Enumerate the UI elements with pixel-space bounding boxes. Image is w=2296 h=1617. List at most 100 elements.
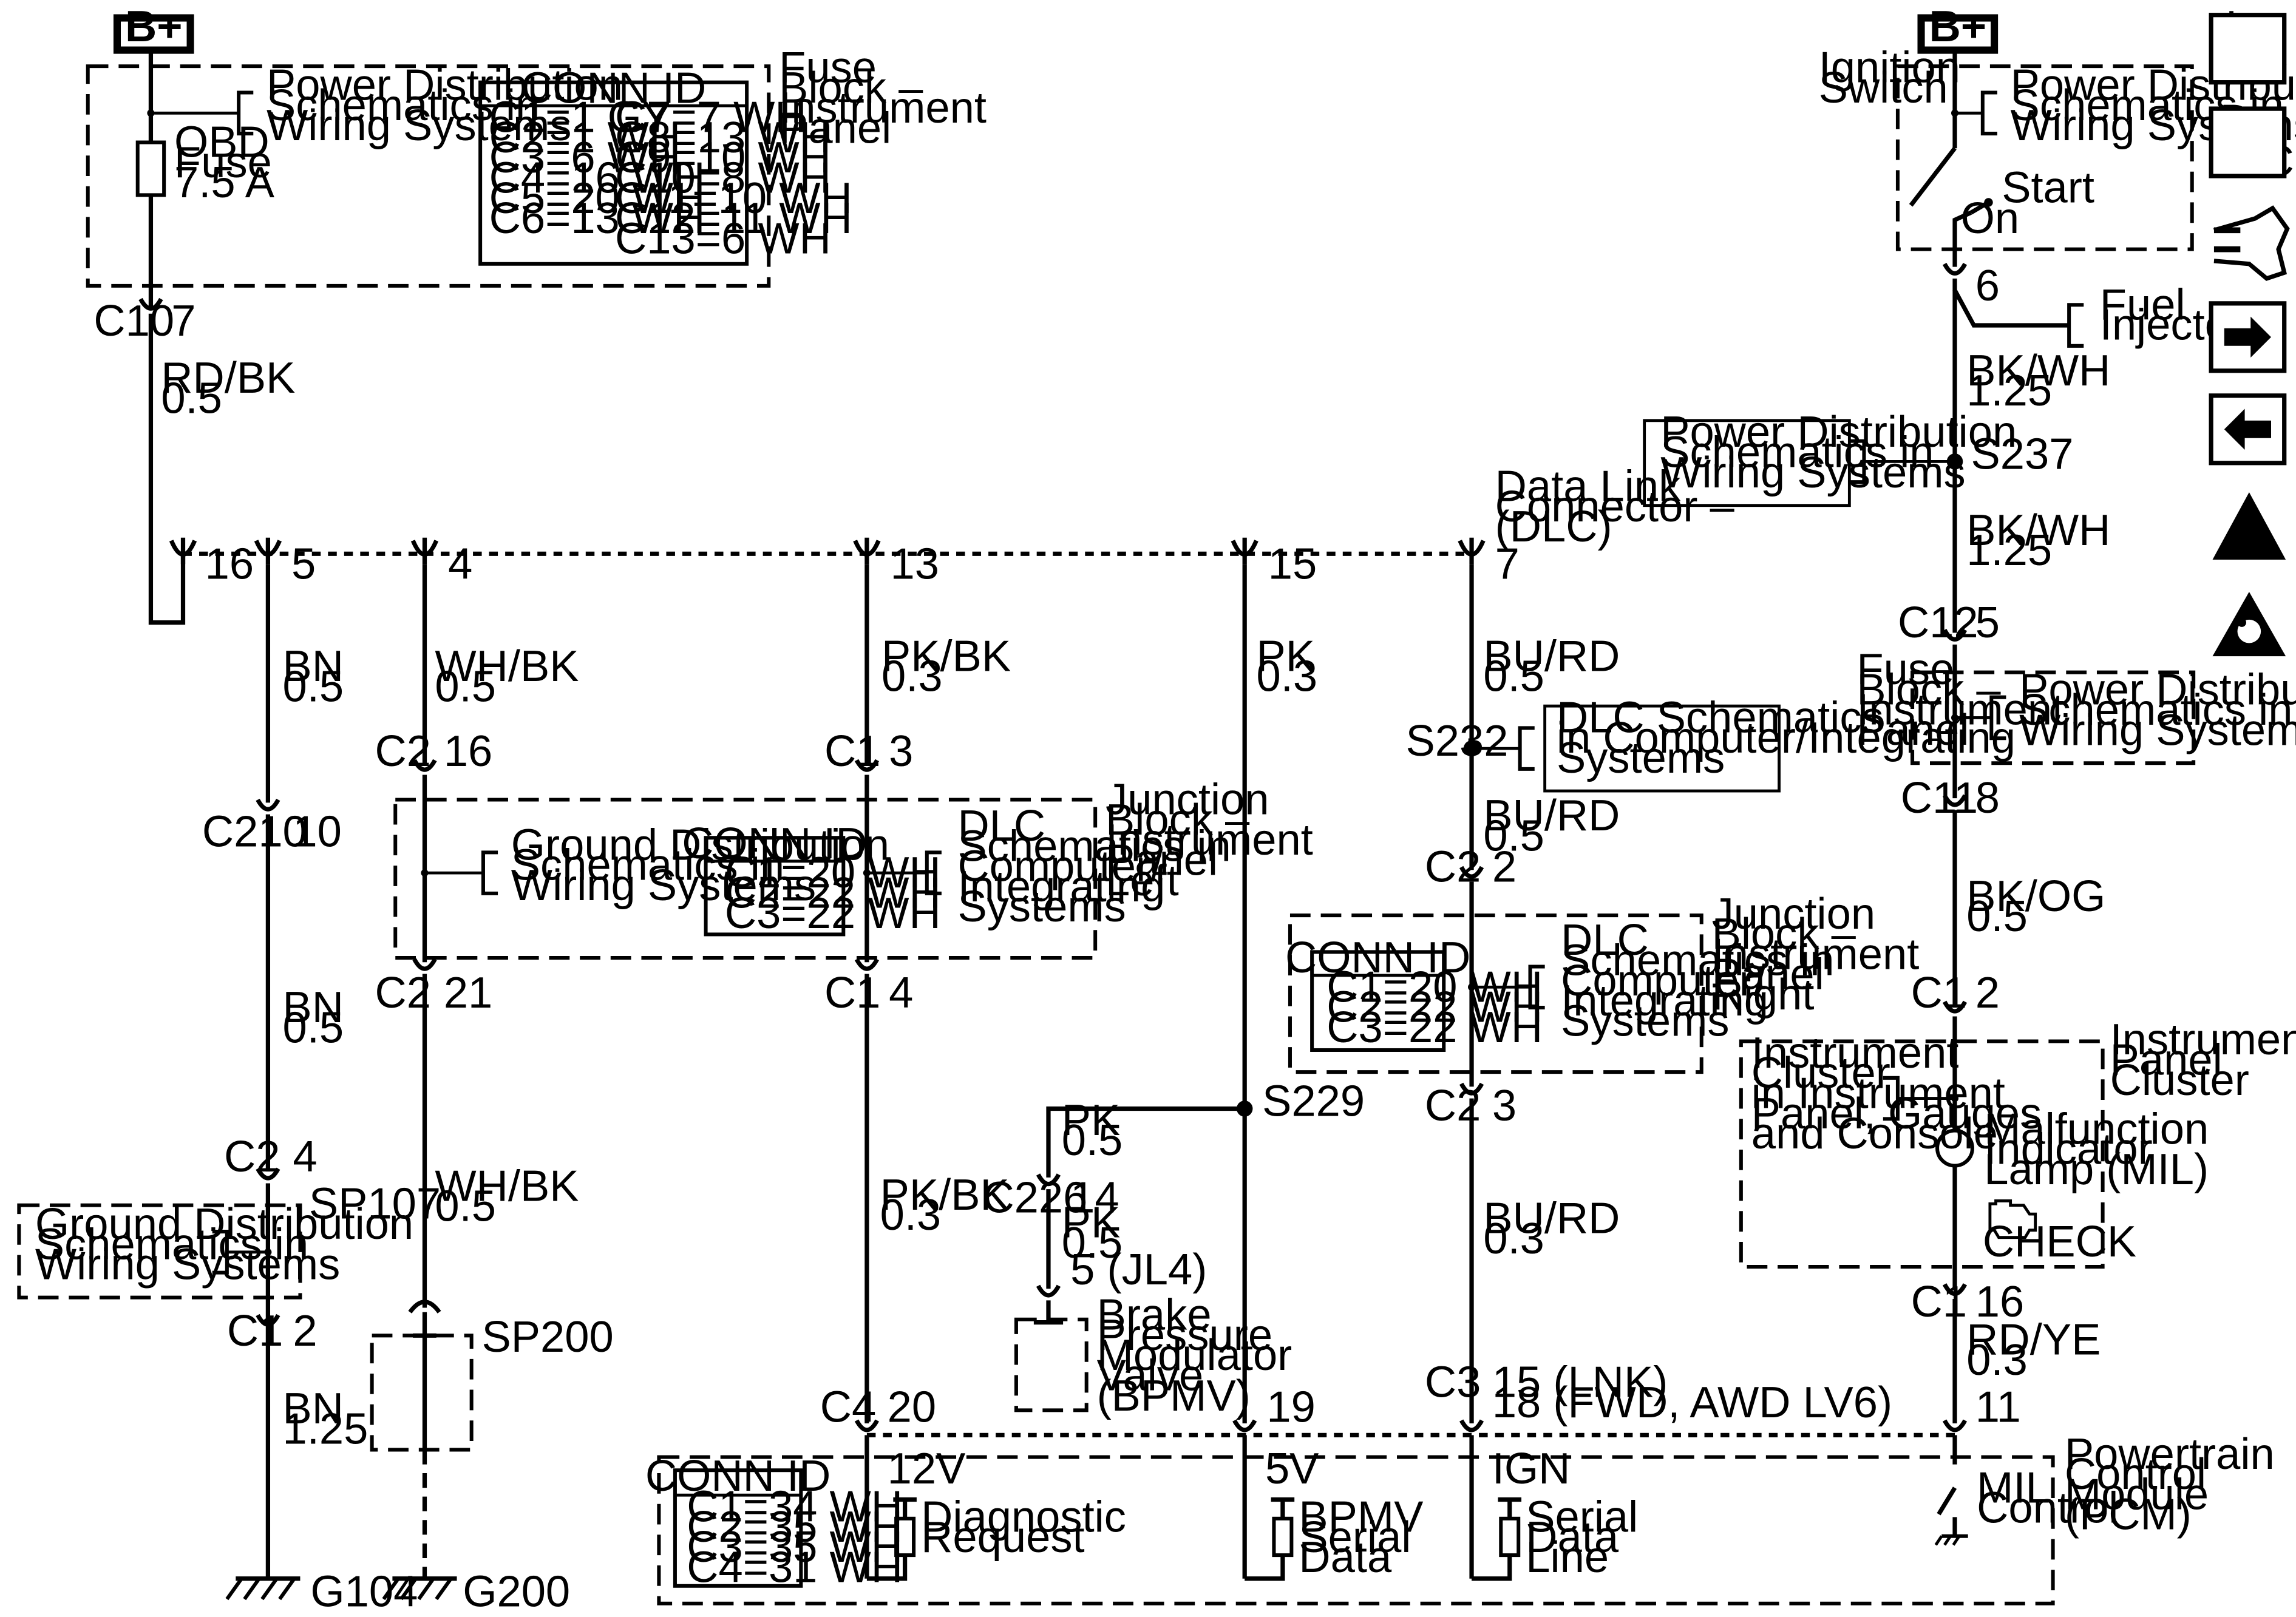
pcm-title: (PCM) (2065, 1491, 2192, 1539)
splice-s232 (1463, 740, 1480, 757)
dlc-schematics-ref: Schematics in (957, 822, 1231, 870)
connector-repair-icon[interactable] (2213, 227, 2241, 253)
instrument-panel-cluster-box (1739, 1039, 2105, 1269)
obd-fuse-label: OBD (174, 118, 270, 167)
next-page-icon[interactable] (2224, 316, 2271, 358)
wire-bk-wh: BK/WH (1966, 506, 2110, 555)
junction-dot (147, 109, 155, 117)
power-distribution-ref: Wiring Systems (267, 101, 571, 150)
conn-id-col1: C6=13 WH (489, 194, 705, 243)
mil-lamp (1935, 1128, 1974, 1168)
description-icon[interactable] (2209, 106, 2287, 178)
wire (1472, 1555, 1512, 1581)
fuse-block-instrument-panel-left (86, 64, 771, 288)
instrument-cluster-ref: Panel, Gauges (1751, 1090, 2042, 1138)
wire-bk-og: BK/OG (1966, 872, 2105, 921)
connector-arc (256, 1167, 280, 1181)
wire (1245, 1555, 1285, 1581)
conn-id-table (478, 80, 749, 266)
conn-id-col2: C7=7 WH (615, 93, 807, 142)
connector-arc (1036, 1284, 1061, 1298)
connector-repair-icon[interactable] (2213, 205, 2290, 281)
connector-c226: C226 (982, 1174, 1087, 1222)
dlc-title: Connector – (1495, 483, 1735, 531)
pin: 2 (1492, 843, 1517, 892)
dlc-title: Data Link (1495, 462, 1681, 510)
splice-s237 (1946, 453, 1963, 470)
wire-bu-rd: 0.5 (1483, 653, 1544, 701)
conn-id-table (704, 836, 846, 937)
connector-arc (256, 798, 280, 812)
ground-g200-label: G200 (463, 1568, 570, 1616)
pin: 16 (444, 727, 492, 776)
obd-fuse (135, 140, 166, 197)
pin: 14 (1070, 1174, 1119, 1222)
dlc-title: (DLC) (1495, 503, 1612, 551)
reference-bracket (1528, 964, 1545, 1010)
wire-bn: BN (283, 642, 344, 691)
pin: 5 (JL4) (1070, 1246, 1207, 1294)
fuel-injectors-ref: Fuel (2100, 280, 2186, 329)
obd-ii-icon[interactable] (2212, 492, 2286, 560)
instrument-cluster-ref: Cluster (1751, 1049, 1890, 1097)
dlc-schematics-ref: Schematics in (1561, 936, 1834, 985)
serial-data-line-label: Data (1526, 1513, 1619, 1562)
airbag-warning-icon[interactable] (2237, 618, 2246, 627)
serial-data-line-label: Line (1526, 1533, 1609, 1582)
ground-distribution-ref: Ground Distribution (511, 821, 889, 869)
power-distribution-ref: Schematics in (1660, 429, 1934, 477)
ground-g200 (382, 1577, 400, 1601)
conn-id-col2: C9=10 WH (615, 134, 831, 182)
connector-arc (854, 958, 879, 971)
ground-distribution-ref: Wiring Systems (511, 861, 816, 910)
splice-pack-sp107-label: SP107 (309, 1179, 441, 1228)
conn-id-values: C1=34 WH (687, 1483, 903, 1531)
connector-c2: C2 (224, 1133, 280, 1181)
pin: 21 (444, 969, 492, 1017)
bpmv-label: Pressure (1097, 1311, 1272, 1360)
ground-distribution-ref: Ground Distribution (35, 1200, 413, 1249)
reference-bracket (925, 850, 942, 895)
bpmv-serial-data-label: Serial (1299, 1513, 1411, 1562)
previous-page-icon[interactable] (2224, 408, 2271, 450)
jb-left-title: Block – (1106, 796, 1250, 844)
ignition-switch-contact (1909, 146, 1957, 207)
component-locator-icon[interactable] (2209, 13, 2287, 85)
conn-id-values: C1=20 WH (1326, 963, 1543, 1011)
ground-distribution-ref: Wiring Systems (35, 1241, 340, 1289)
wire-bn: BN (283, 1385, 344, 1433)
wire-pk: 0.5 (1062, 1219, 1123, 1267)
battery-positive-label: B+ (125, 2, 182, 51)
wire-bu-rd: BU/RD (1483, 792, 1620, 840)
pin: 11 (1975, 1383, 2021, 1432)
conn-id-col1: C1=1 GY (489, 93, 671, 142)
conn-id-values: C2=22 WH (725, 869, 941, 918)
splice-s232-label: S232 (1406, 717, 1509, 765)
power-distribution-ref: Power Distribution (1660, 408, 2017, 456)
connector-arc (1459, 866, 1484, 879)
connector-c1: C1 (1911, 969, 1967, 1017)
connector-arc (1942, 628, 1968, 642)
mil-control-switch (1937, 1486, 1957, 1516)
fuse-block-title: Block – (779, 64, 923, 112)
connector-arc (138, 297, 163, 311)
dlc-terminal-arc (853, 540, 881, 557)
conn-id-col1: C4=16 WH (489, 154, 705, 203)
jb-right-title: Junction (1712, 890, 1875, 938)
dlc-terminal-arc (254, 540, 282, 557)
pin: 18 (FWD, AWD LV6) (1492, 1378, 1892, 1427)
pin: 16 (1975, 1278, 2024, 1326)
pin: 4 (293, 1133, 317, 1181)
voltage-label: 5V (1265, 1445, 1319, 1493)
connector-c2: C2 (375, 727, 430, 776)
junction-block-ip-right (1288, 914, 1703, 1074)
on-label: On (1961, 194, 2020, 243)
connector-arc (1942, 1283, 1968, 1297)
dlc-schematics-ref: DLC Schematics (1557, 694, 1884, 742)
wire-bn: 1.25 (283, 1405, 369, 1453)
connector-c210: C210 (202, 808, 307, 856)
wire-bn: 0.5 (283, 662, 344, 711)
ipc-title: Instrument (2110, 1015, 2296, 1064)
reference-bracket (212, 1230, 229, 1275)
jb-right-title: Right (1712, 971, 1815, 1019)
